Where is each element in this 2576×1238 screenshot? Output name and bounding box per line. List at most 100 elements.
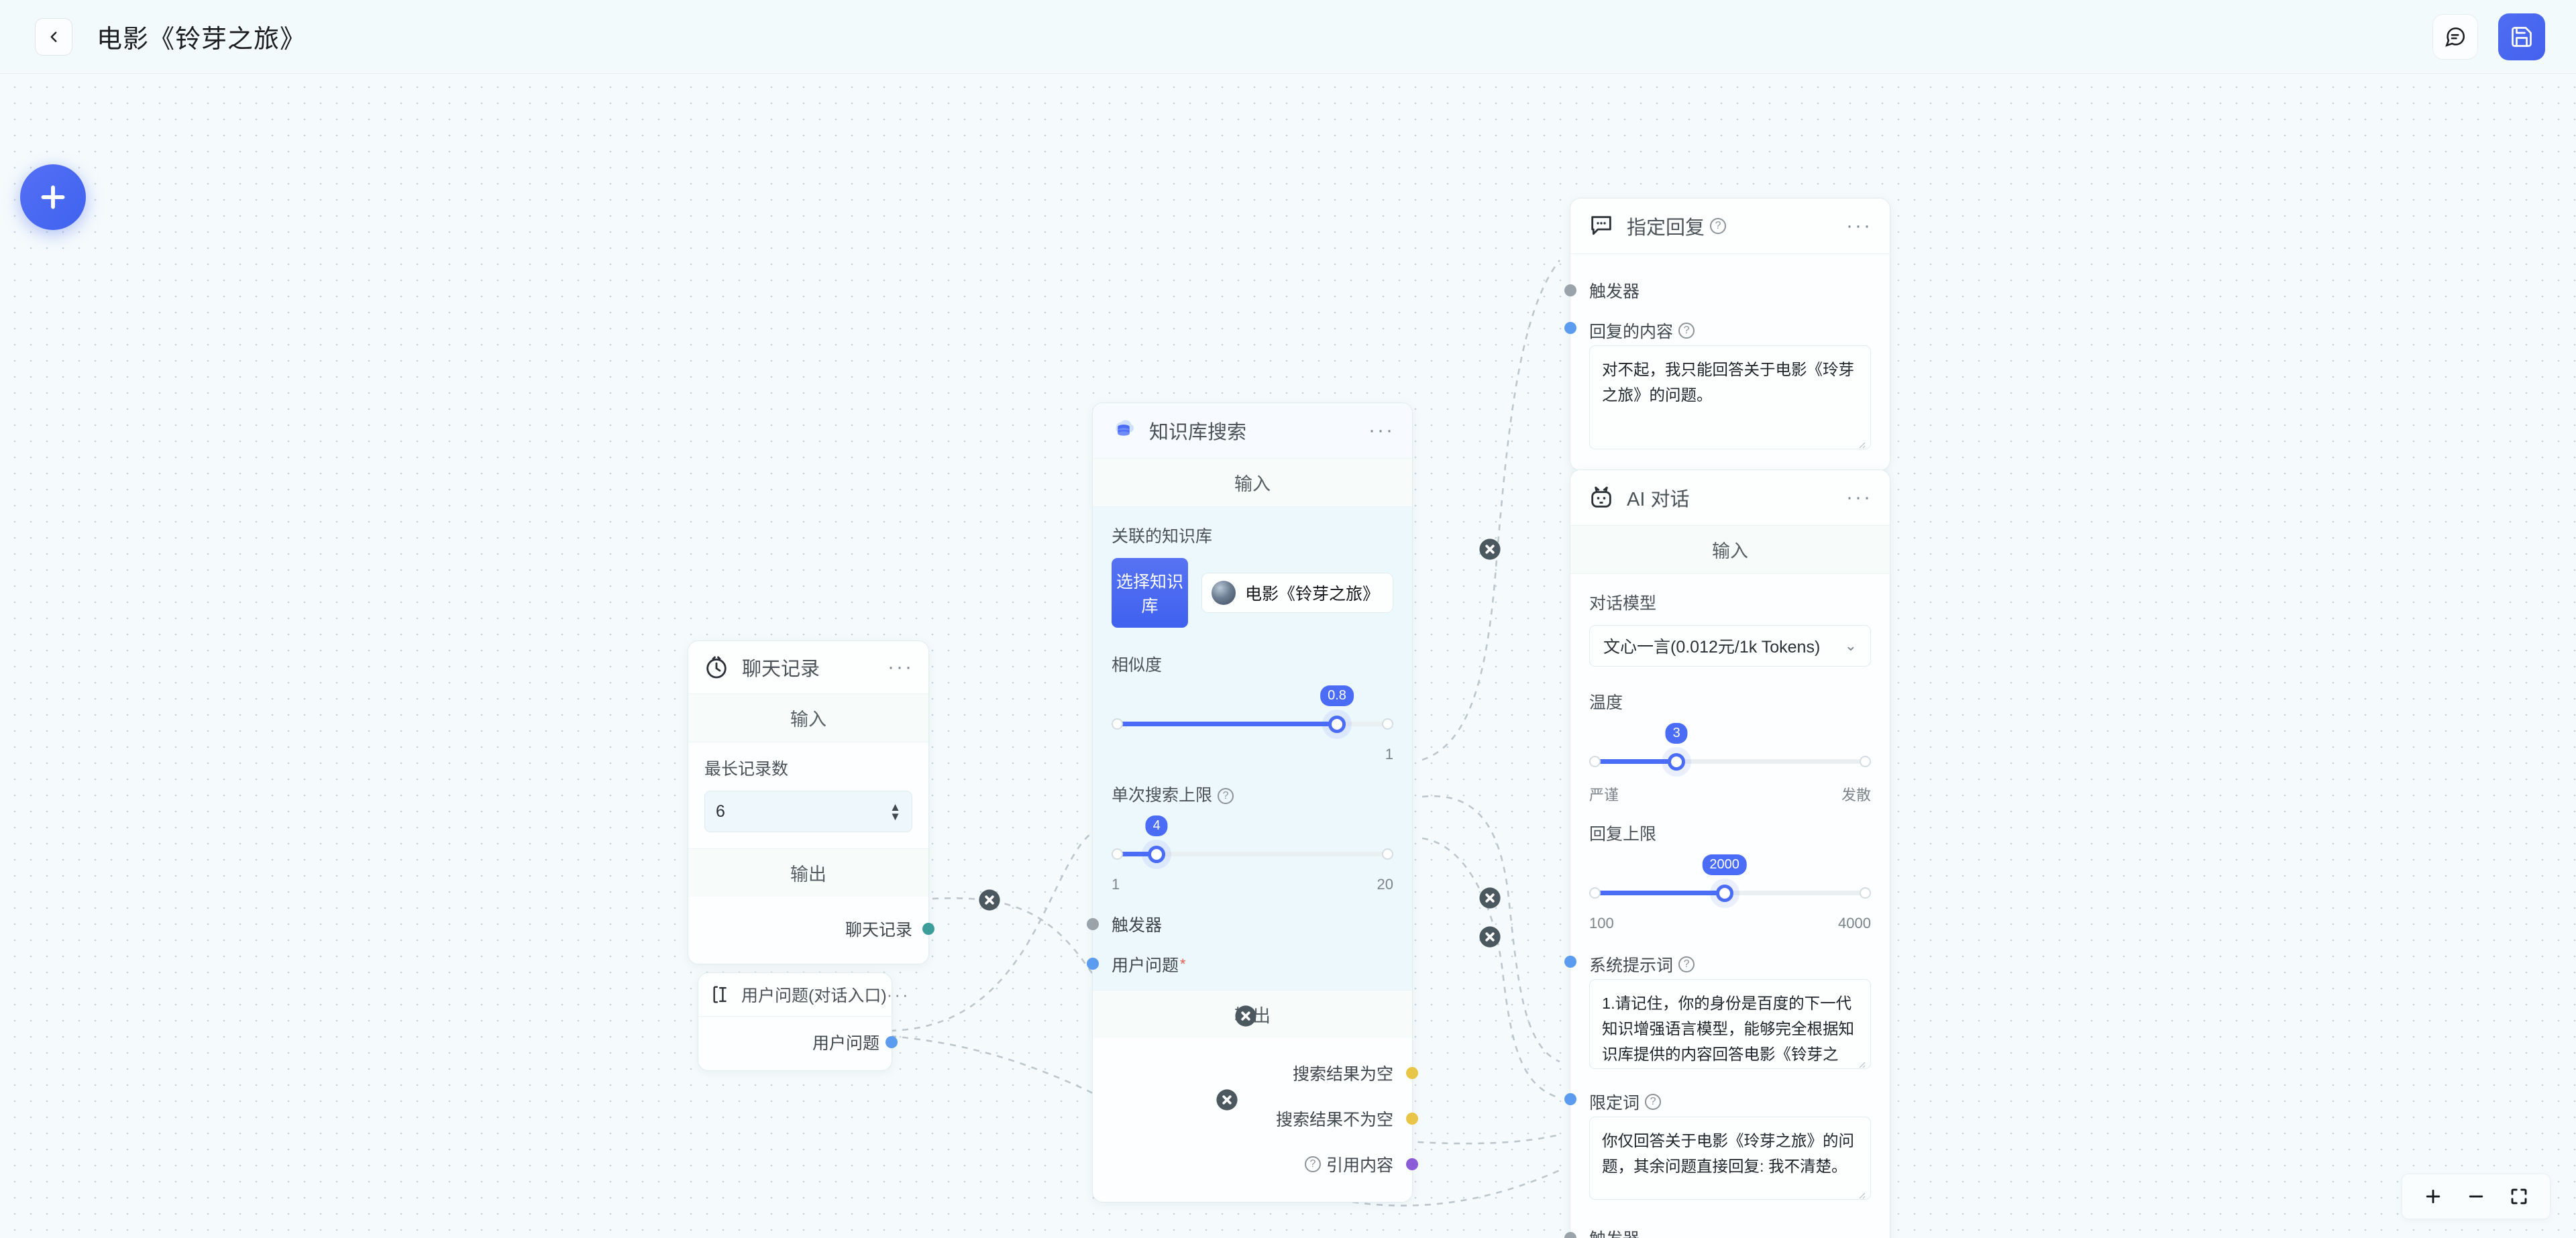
port-search-not-empty[interactable]: 搜索结果不为空 [1112, 1099, 1418, 1139]
clock-history-icon [706, 656, 727, 679]
port-trigger[interactable]: 触发器 [1564, 1218, 1871, 1238]
port-dot[interactable] [922, 923, 934, 935]
max-records-label: 最长记录数 [704, 760, 789, 779]
node-menu-button[interactable]: ··· [1368, 419, 1395, 441]
input-section-label: 输入 [1093, 459, 1412, 507]
port-user-question[interactable]: 用户问题* [1087, 944, 1393, 983]
slider-thumb[interactable] [1715, 885, 1733, 902]
reply-text-holder [1589, 345, 1871, 453]
node-title: 用户问题(对话入口) [741, 987, 887, 1005]
kb-chip[interactable]: 电影《铃芽之旅》 [1201, 573, 1393, 613]
limit-word-textarea[interactable] [1589, 1117, 1871, 1200]
port-limit-word[interactable]: 限定词 ? [1564, 1082, 1871, 1117]
flow-canvas[interactable]: 指定回复 ? ··· 触发器 回复的内容 ? [0, 74, 2576, 1238]
node-title: 指定回复 [1627, 217, 1705, 239]
node-menu-button[interactable]: ··· [1846, 215, 1872, 237]
stepper-arrows[interactable]: ▲ ▼ [890, 800, 901, 823]
node-user-question[interactable]: 用户问题(对话入口) ··· 用户问题 [698, 972, 908, 1071]
port-dot[interactable] [1087, 918, 1099, 930]
chevron-left-icon [50, 31, 57, 42]
node-chat-history[interactable]: 聊天记录 ··· 输入 最长记录数 6 ▲ ▼ 输出 聊天记录 [688, 640, 934, 964]
zoom-out-button[interactable] [2459, 1181, 2493, 1212]
edge-delete-button[interactable] [1479, 925, 1501, 948]
stepper-down-icon[interactable]: ▼ [890, 809, 901, 823]
port-system-prompt[interactable]: 系统提示词 ? [1564, 944, 1871, 979]
floppy-save-icon [2512, 26, 2532, 47]
similarity-slider[interactable]: 0.8 [1112, 685, 1393, 746]
node-menu-button[interactable]: ··· [1846, 486, 1872, 508]
kb-chip-label: 电影《铃芽之旅》 [1244, 585, 1379, 604]
edge-kb-empty-to-reply [1421, 260, 1561, 761]
slider-min-dot [1112, 848, 1123, 860]
output-section-label: 输出 [688, 848, 928, 897]
max-records-stepper[interactable]: 6 ▲ ▼ [704, 791, 912, 832]
back-button[interactable] [35, 17, 72, 56]
node-header: 指定回复 ? ··· [1570, 199, 1890, 254]
node-ai-chat[interactable]: AI 对话 ··· 输入 对话模型 文心一言(0.012元/1k Tokens)… [1564, 469, 1890, 1238]
help-icon[interactable]: ? [1678, 323, 1695, 339]
port-user-question-out[interactable]: 用户问题 [710, 1027, 898, 1057]
node-title: AI 对话 [1627, 489, 1690, 510]
node-menu-button[interactable]: ··· [888, 656, 914, 678]
help-icon[interactable]: ? [1645, 1094, 1662, 1110]
save-button[interactable] [2498, 13, 2545, 60]
port-chat-history-out[interactable]: 聊天记录 [704, 909, 934, 949]
system-prompt-textarea[interactable] [1589, 979, 1871, 1069]
search-limit-slider[interactable]: 4 [1112, 815, 1393, 876]
kb-avatar [1211, 581, 1236, 605]
help-icon[interactable]: ? [1304, 1156, 1321, 1172]
port-reply-content[interactable]: 回复的内容 ? [1564, 311, 1871, 345]
edge-delete-button[interactable] [978, 889, 1001, 911]
edge-delete-button[interactable] [1479, 887, 1501, 909]
fit-view-button[interactable] [2502, 1181, 2536, 1212]
add-node-button[interactable] [20, 164, 86, 230]
close-circle-icon [1479, 926, 1501, 948]
port-dot[interactable] [1564, 956, 1576, 968]
port-dot[interactable] [1087, 958, 1099, 970]
select-kb-button[interactable]: 选择知识库 [1112, 558, 1188, 628]
slider-thumb[interactable] [1148, 846, 1166, 863]
similarity-label: 相似度 [1112, 656, 1163, 675]
port-search-empty[interactable]: 搜索结果为空 [1112, 1053, 1418, 1093]
slider-thumb[interactable] [1328, 716, 1346, 733]
temperature-slider[interactable]: 3 [1589, 723, 1871, 783]
port-dot[interactable] [1564, 322, 1576, 334]
max-reply-slider[interactable]: 2000 [1589, 854, 1871, 915]
port-dot[interactable] [1406, 1067, 1418, 1079]
port-trigger[interactable]: 触发器 [1564, 270, 1871, 311]
scale-min: 1 [1112, 876, 1120, 893]
edge-delete-button[interactable] [1479, 538, 1501, 561]
comment-button[interactable] [2432, 13, 2478, 60]
help-icon[interactable]: ? [1678, 956, 1695, 972]
port-dot[interactable] [1564, 1093, 1576, 1105]
node-header: 用户问题(对话入口) ··· [698, 973, 908, 1017]
edge-delete-button[interactable] [1216, 1088, 1238, 1111]
edge-delete-button[interactable] [1234, 1005, 1257, 1027]
slider-min-dot [1589, 887, 1601, 899]
stepper-up-icon[interactable]: ▲ [890, 800, 901, 813]
zoom-in-button[interactable] [2416, 1181, 2451, 1212]
port-quote-content[interactable]: ? 引用内容 [1112, 1144, 1418, 1184]
model-select[interactable]: 文心一言(0.012元/1k Tokens) ⌄ [1589, 625, 1871, 667]
port-dot[interactable] [1564, 1232, 1576, 1238]
reply-content-textarea[interactable] [1589, 345, 1871, 449]
port-trigger[interactable]: 触发器 [1087, 904, 1393, 944]
node-menu-button[interactable]: ··· [886, 984, 910, 1005]
system-prompt-holder [1589, 979, 1871, 1072]
port-dot[interactable] [1564, 284, 1576, 296]
help-icon[interactable]: ? [1218, 788, 1234, 804]
node-kb-search[interactable]: 知识库搜索 ··· 输入 关联的知识库 选择知识库 电影《铃芽之旅》 相似度 [1087, 402, 1418, 1202]
port-label: 搜索结果为空 [1292, 1065, 1393, 1084]
port-label: 回复的内容 [1589, 323, 1674, 341]
close-circle-icon [979, 889, 1000, 911]
port-dot[interactable] [885, 1036, 898, 1048]
node-assigned-reply[interactable]: 指定回复 ? ··· 触发器 回复的内容 ? [1564, 198, 1890, 471]
port-dot[interactable] [1406, 1113, 1418, 1125]
port-dot[interactable] [1406, 1158, 1418, 1170]
search-limit-label: 单次搜索上限? [1112, 782, 1393, 806]
help-icon[interactable]: ? [1710, 218, 1727, 234]
page-title: 电影《铃芽之旅》 [97, 25, 307, 54]
slider-thumb[interactable] [1668, 753, 1686, 771]
slider-value-badge: 2000 [1702, 854, 1747, 875]
